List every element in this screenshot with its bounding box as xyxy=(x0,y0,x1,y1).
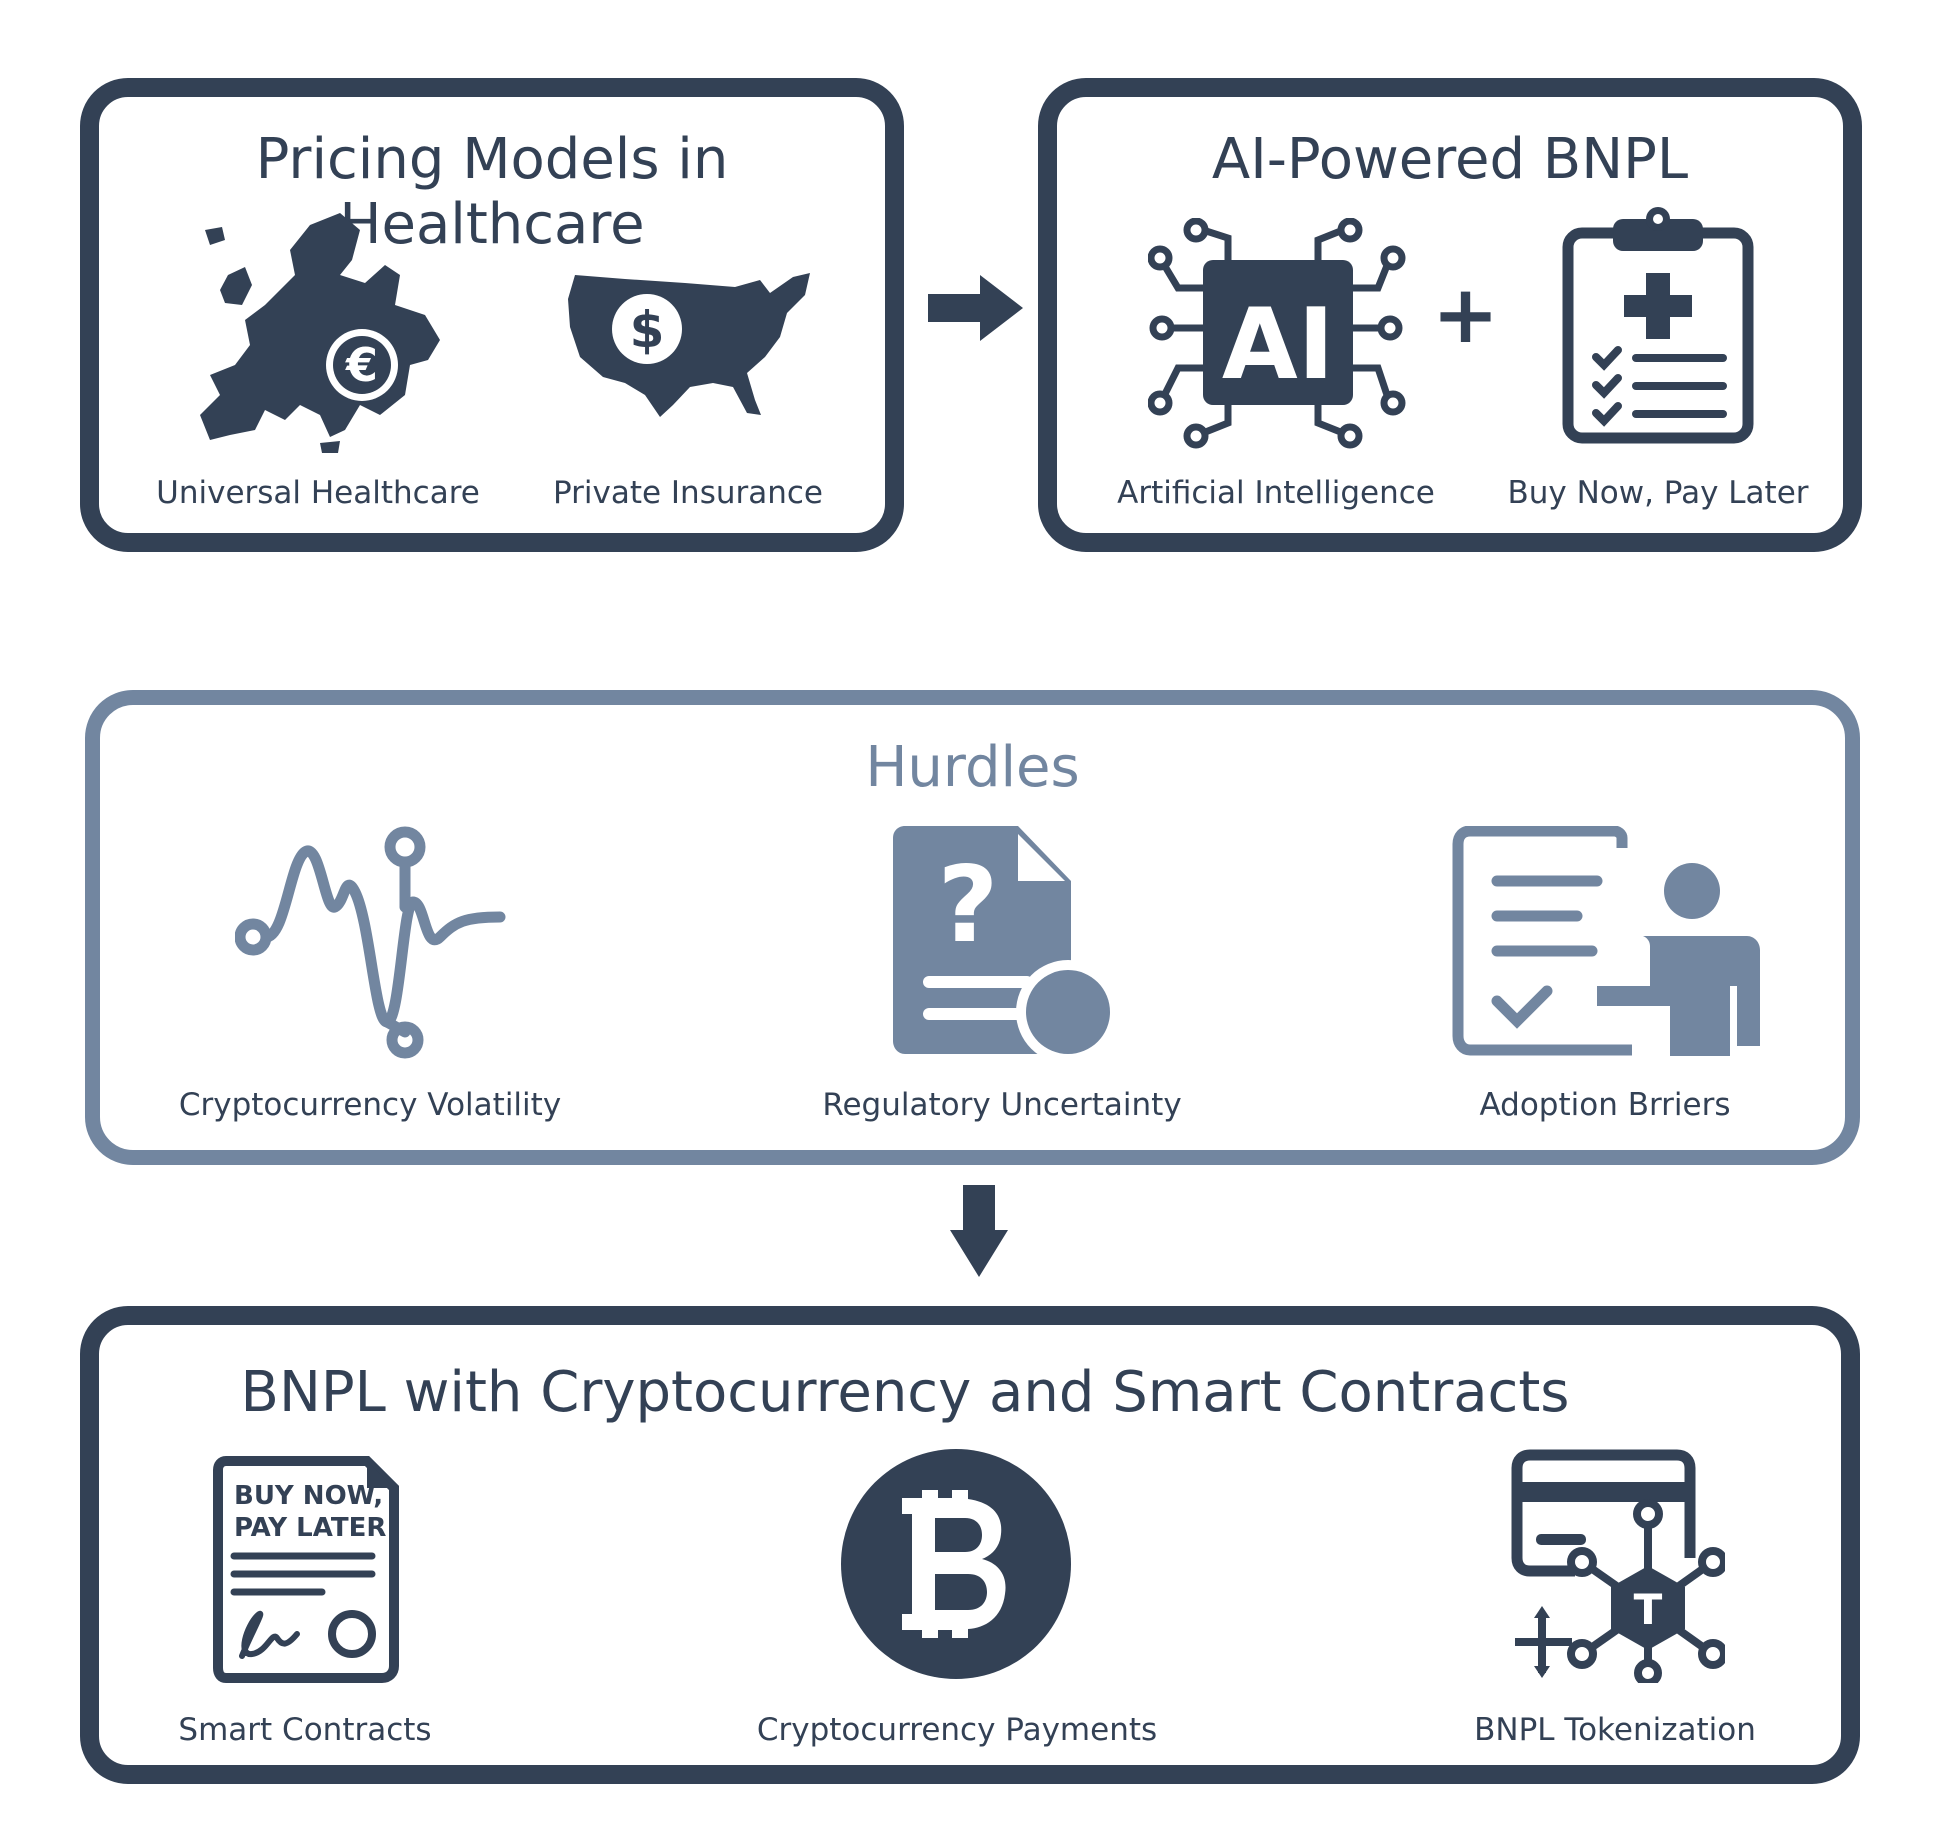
bitcoin-icon xyxy=(840,1448,1072,1680)
bnpl-crypto-title: BNPL with Cryptocurrency and Smart Contr… xyxy=(240,1360,1570,1425)
ai-chip-icon: AI xyxy=(1148,218,1408,453)
question-glyph: ? xyxy=(938,844,999,966)
hurdles-panel: Hurdles xyxy=(85,690,1860,1165)
tokenization-icon: T xyxy=(1510,1448,1725,1683)
buy-now-pay-later-label: Buy Now, Pay Later xyxy=(1507,475,1809,511)
dollar-glyph: $ xyxy=(630,301,665,359)
smart-contract-icon: BUY NOW, PAY LATER xyxy=(212,1456,402,1686)
ai-powered-bnpl-panel: AI-Powered BNPL xyxy=(1038,78,1862,552)
pricing-models-title: Pricing Models in Healthcare xyxy=(255,127,729,257)
universal-healthcare-label: Universal Healthcare xyxy=(156,475,480,511)
europe-map-icon: € xyxy=(190,205,450,455)
token-letter: T xyxy=(1634,1585,1663,1634)
cryptocurrency-payments-label: Cryptocurrency Payments xyxy=(756,1712,1158,1748)
down-arrow-icon xyxy=(950,1185,1008,1277)
adoption-barriers-label: Adoption Brriers xyxy=(1479,1087,1731,1123)
plus-icon: + xyxy=(1432,268,1500,361)
ai-chip-text: AI xyxy=(1222,288,1334,402)
regulatory-uncertainty-label: Regulatory Uncertainty xyxy=(822,1087,1182,1123)
volatility-icon xyxy=(235,822,510,1062)
ai-powered-bnpl-title: AI-Powered BNPL xyxy=(1211,127,1689,192)
contract-line2: PAY LATER xyxy=(234,1513,386,1543)
hurdles-title: Hurdles xyxy=(865,735,1080,800)
artificial-intelligence-label: Artificial Intelligence xyxy=(1117,475,1435,511)
clipboard-medical-icon xyxy=(1558,205,1758,445)
cryptocurrency-volatility-label: Cryptocurrency Volatility xyxy=(178,1087,562,1123)
usa-map-icon: $ xyxy=(565,265,815,425)
right-arrow-icon xyxy=(928,275,1023,341)
private-insurance-label: Private Insurance xyxy=(552,475,824,511)
contract-line1: BUY NOW, xyxy=(234,1481,383,1511)
regulatory-document-icon: ? xyxy=(893,826,1123,1058)
bnpl-tokenization-label: BNPL Tokenization xyxy=(1474,1712,1756,1748)
adoption-person-icon xyxy=(1452,826,1762,1061)
euro-glyph: € xyxy=(345,338,378,392)
smart-contracts-label: Smart Contracts xyxy=(178,1712,432,1748)
